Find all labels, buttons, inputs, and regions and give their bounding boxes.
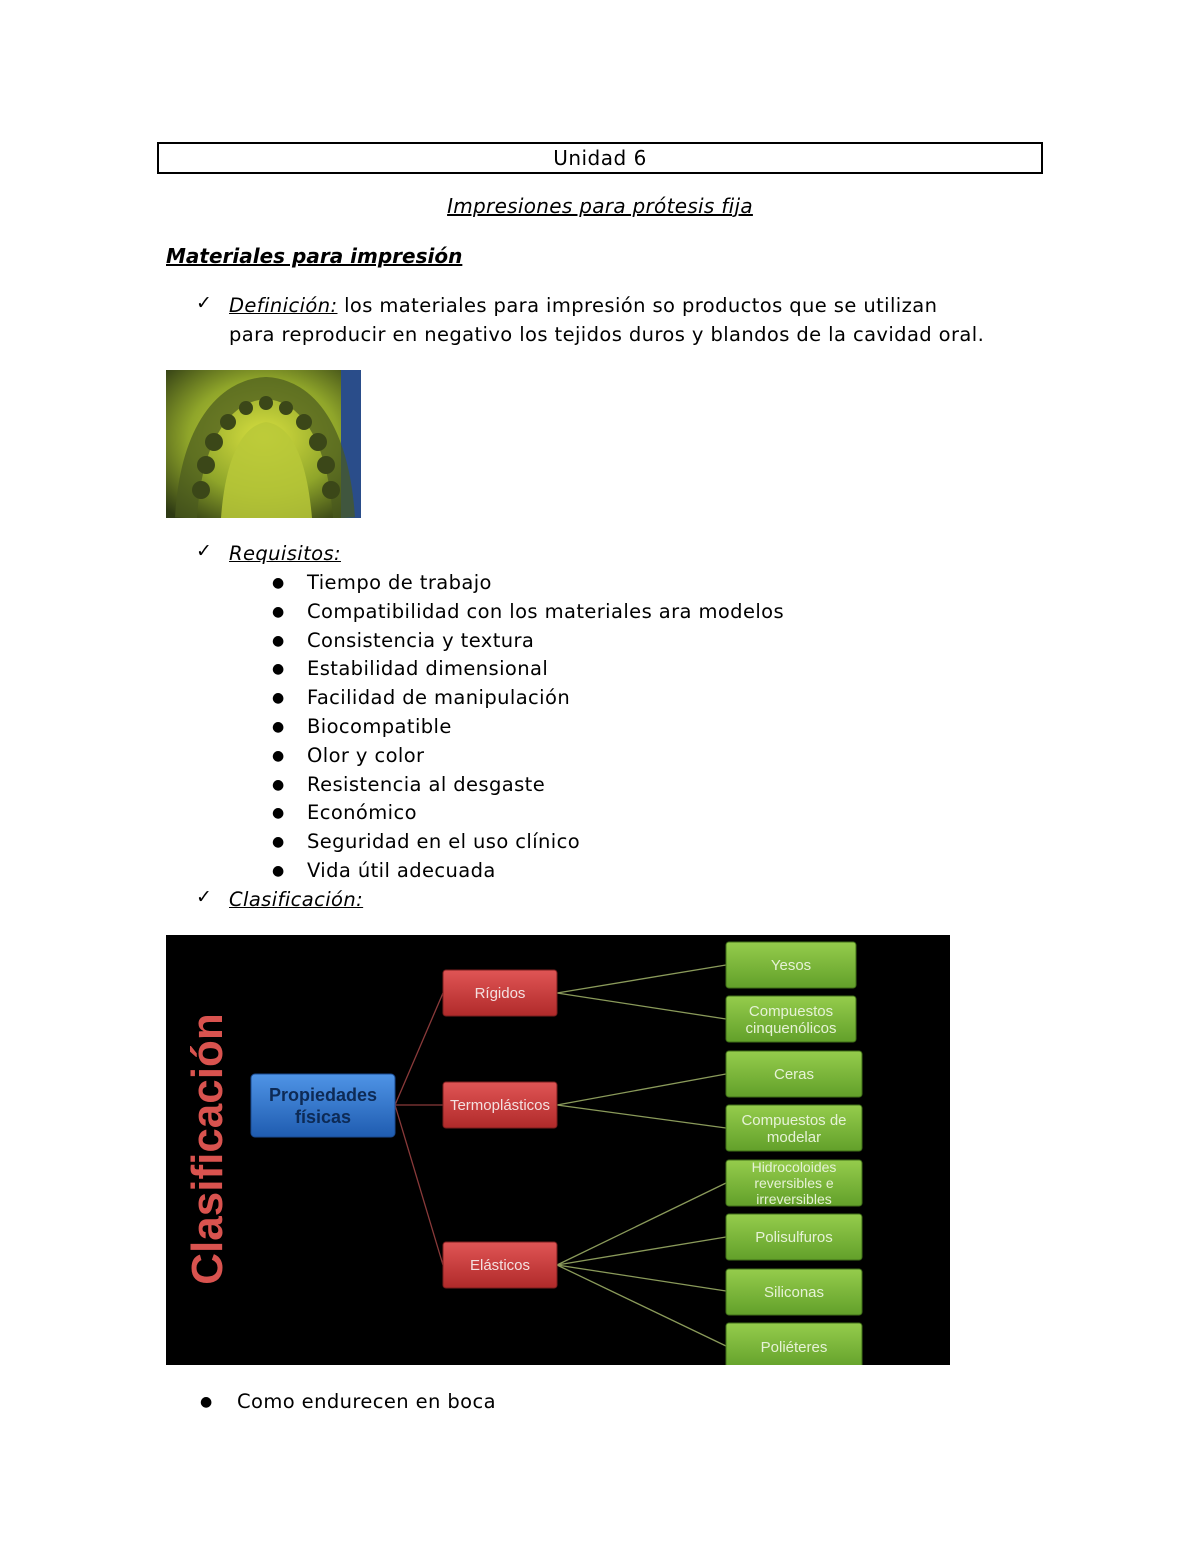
checkmark-icon: ✓ (196, 292, 212, 314)
svg-text:reversibles e: reversibles e (754, 1175, 834, 1191)
unit-title: Unidad 6 (553, 146, 647, 170)
leaf-node-compuestos-de-modelar: Compuestos de modelar (725, 1104, 863, 1152)
group-node-termoplasticos: Termoplásticos (442, 1081, 558, 1129)
list-item: Estabilidad dimensional (307, 657, 549, 680)
bullet-icon: ● (272, 604, 285, 620)
svg-text:Compuestos: Compuestos (749, 1003, 833, 1020)
svg-text:Compuestos de: Compuestos de (741, 1112, 846, 1129)
list-item: Compatibilidad con los materiales ara mo… (307, 600, 785, 623)
svg-text:Polisulfuros: Polisulfuros (755, 1229, 833, 1246)
definition-text-1: los materiales para impresión so product… (344, 294, 938, 317)
list-item: Olor y color (307, 744, 425, 767)
list-item: Biocompatible (307, 715, 452, 738)
bullet-icon: ● (272, 748, 285, 764)
leaf-node-polieteres: Poliéteres (725, 1322, 863, 1370)
definition-label: Definición: (229, 294, 338, 317)
diagram-vertical-title: Clasificación (183, 1013, 232, 1284)
definition-line-1: Definición: los materiales para impresió… (229, 294, 937, 317)
leaf-node-siliconas: Siliconas (725, 1268, 863, 1316)
svg-text:Hidrocoloides: Hidrocoloides (752, 1159, 837, 1175)
svg-text:modelar: modelar (767, 1129, 821, 1146)
svg-text:Elásticos: Elásticos (470, 1257, 530, 1274)
bullet-icon: ● (272, 805, 285, 821)
list-item: Resistencia al desgaste (307, 773, 546, 796)
bullet-icon: ● (272, 633, 285, 649)
svg-text:Poliéteres: Poliéteres (761, 1339, 828, 1356)
list-item: Vida útil adecuada (307, 859, 496, 882)
bullet-icon: ● (272, 777, 285, 793)
leaf-connectors (556, 964, 727, 1347)
svg-text:cinquenólicos: cinquenólicos (746, 1020, 837, 1037)
clasificacion-label: Clasificación: (229, 888, 364, 911)
bullet-icon: ● (272, 719, 285, 735)
svg-text:físicas: físicas (295, 1107, 351, 1127)
checkmark-icon: ✓ (196, 540, 212, 562)
leaf-node-hidrocoloides: Hidrocoloides reversibles e irreversible… (725, 1159, 863, 1207)
list-item: Consistencia y textura (307, 629, 535, 652)
list-item: Tiempo de trabajo (307, 571, 492, 594)
svg-text:Yesos: Yesos (771, 957, 811, 974)
unit-title-box: Unidad 6 (157, 142, 1043, 174)
dental-impression-photo (166, 370, 361, 518)
svg-text:Termoplásticos: Termoplásticos (450, 1097, 550, 1114)
requisitos-label: Requisitos: (229, 542, 341, 565)
leaf-node-ceras: Ceras (725, 1050, 863, 1098)
leaf-node-compuestos-cinquenolicos: Compuestos cinquenólicos (725, 995, 857, 1043)
svg-text:irreversibles: irreversibles (756, 1191, 831, 1207)
leaf-node-polisulfuros: Polisulfuros (725, 1213, 863, 1261)
list-item: Económico (307, 801, 417, 824)
list-item: Facilidad de manipulación (307, 686, 571, 709)
svg-text:Propiedades: Propiedades (269, 1085, 377, 1105)
definition-text-2: para reproducir en negativo los tejidos … (229, 323, 985, 346)
document-subtitle: Impresiones para prótesis fija (447, 194, 753, 218)
bullet-icon: ● (272, 575, 285, 591)
bullet-icon: ● (272, 661, 285, 677)
svg-text:Siliconas: Siliconas (764, 1284, 824, 1301)
root-connectors (394, 992, 444, 1266)
classification-diagram: Clasificación Propiedades físicas (166, 935, 950, 1370)
bullet-icon: ● (272, 834, 285, 850)
bullet-icon: ● (200, 1394, 213, 1410)
group-node-elasticos: Elásticos (442, 1241, 558, 1289)
footer-bullet-text: Como endurecen en boca (237, 1390, 496, 1413)
svg-text:Ceras: Ceras (774, 1066, 814, 1083)
group-node-rigidos: Rígidos (442, 969, 558, 1017)
list-item: Seguridad en el uso clínico (307, 830, 581, 853)
leaf-node-yesos: Yesos (725, 941, 857, 989)
svg-text:Rígidos: Rígidos (475, 985, 526, 1002)
root-node-propiedades-fisicas: Propiedades físicas (250, 1073, 396, 1138)
section-title: Materiales para impresión (166, 244, 463, 268)
checkmark-icon: ✓ (196, 886, 212, 908)
bullet-icon: ● (272, 690, 285, 706)
bullet-icon: ● (272, 863, 285, 879)
